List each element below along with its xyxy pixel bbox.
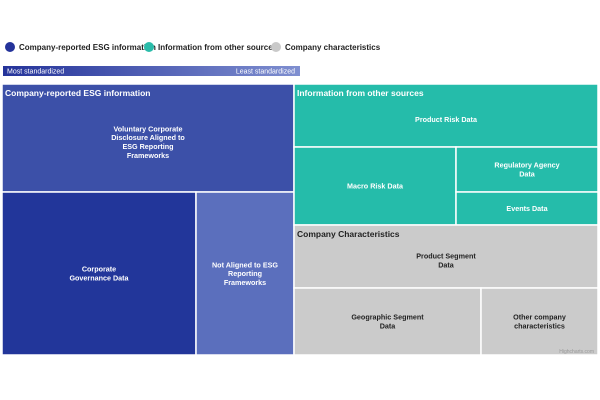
legend-item-company-characteristics[interactable]: Company characteristics	[271, 42, 381, 52]
treemap-cell-label-line: Geographic Segment	[351, 313, 424, 322]
treemap-cell-label-macro-risk-data: Macro Risk Data	[347, 182, 404, 191]
treemap-cell-label-line: Product Risk Data	[415, 115, 478, 124]
treemap-cell-label-line: Data	[380, 322, 397, 331]
color-scale: Most standardized Least standardized	[3, 66, 300, 76]
color-scale-left-label: Most standardized	[7, 69, 64, 76]
treemap-cell-label-line: Disclosure Aligned to	[111, 133, 185, 142]
treemap-cell-label-line: characteristics	[514, 322, 565, 331]
legend-label-other-sources: Information from other sources	[158, 43, 278, 52]
treemap-cell-label-line: Data	[438, 261, 455, 270]
legend-marker-company-characteristics	[271, 42, 281, 52]
treemap-cell-label-line: Regulatory Agency	[494, 161, 559, 170]
color-scale-bar	[3, 66, 300, 76]
treemap-group-titles: Company-reported ESG information Informat…	[5, 88, 424, 239]
treemap-cell-label-line: Product Segment	[416, 252, 476, 261]
color-scale-right-label: Least standardized	[236, 69, 295, 76]
treemap-cell-label-line: ESG Reporting	[122, 142, 173, 151]
legend-marker-company-reported	[5, 42, 15, 52]
legend: Company-reported ESG information Informa…	[5, 42, 381, 52]
treemap-cell-label-line: Not Aligned to ESG	[212, 260, 278, 269]
treemap-cell-label-line: Governance Data	[69, 274, 129, 283]
treemap-cell-rect-regulatory-agency-data[interactable]	[455, 146, 599, 193]
legend-label-company-characteristics: Company characteristics	[285, 43, 381, 52]
treemap-cell-label-line: Frameworks	[127, 151, 169, 160]
treemap-cell-rect-events-data[interactable]	[455, 191, 599, 226]
treemap-cell-rect-other-company-characteristics[interactable]	[480, 287, 599, 356]
treemap-cell-rect-voluntary-corporate-disclosure-aligned-to-esg-reporting-frameworks[interactable]	[1, 83, 295, 193]
treemap-cell-label-line: Events Data	[506, 204, 548, 213]
treemap-cell-label-product-risk-data: Product Risk Data	[415, 115, 478, 124]
chart-credit[interactable]: Highcharts.com	[559, 349, 594, 355]
treemap-cell-label-line: Corporate	[82, 265, 116, 274]
treemap-cell-label-line: Macro Risk Data	[347, 182, 404, 191]
treemap-cell-rect-product-risk-data[interactable]	[293, 83, 599, 148]
treemap-group-title-company-characteristics: Company Characteristics	[297, 229, 400, 239]
treemap-cell-macro-risk-data[interactable]: Macro Risk Data	[293, 146, 457, 226]
treemap-cell-label-line: Frameworks	[224, 278, 266, 287]
treemap-cell-rect-corporate-governance-data[interactable]	[1, 191, 197, 356]
legend-item-other-sources[interactable]: Information from other sources	[144, 42, 278, 52]
legend-item-company-reported[interactable]: Company-reported ESG information	[5, 42, 156, 52]
treemap-cell-rect-not-aligned-to-esg-reporting-frameworks[interactable]	[195, 191, 295, 356]
treemap-cell-label-line: Data	[519, 170, 536, 179]
treemap-cell-events-data[interactable]: Events Data	[455, 191, 599, 226]
treemap-cell-label-line: Reporting	[228, 269, 262, 278]
legend-label-company-reported: Company-reported ESG information	[19, 43, 156, 52]
treemap-group-title-information-from-other-sources: Information from other sources	[297, 88, 424, 98]
treemap-cell-product-risk-data[interactable]: Product Risk Data	[293, 83, 599, 148]
treemap-cell-label-events-data: Events Data	[506, 204, 548, 213]
treemap-cell-label-line: Other company	[513, 313, 566, 322]
treemap-cell-rect-geographic-segment-data[interactable]	[293, 287, 482, 356]
treemap-cell-label-line: Voluntary Corporate	[114, 124, 183, 133]
treemap-group-title-company-reported-esg-information: Company-reported ESG information	[5, 88, 150, 98]
legend-marker-other-sources	[144, 42, 154, 52]
